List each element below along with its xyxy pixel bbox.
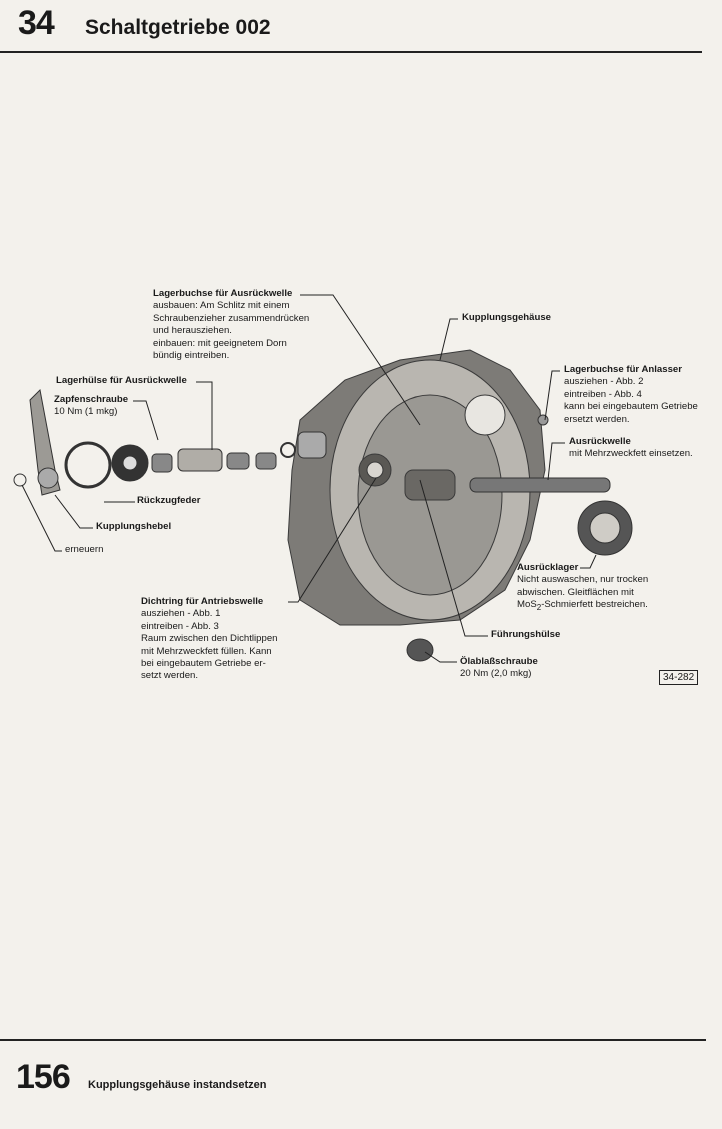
label-kupplungshebel: Kupplungshebel bbox=[96, 521, 172, 532]
clutch-housing bbox=[287, 349, 546, 626]
header-rule bbox=[0, 51, 702, 53]
label-ausrueckwelle: Ausrückwelle mit Mehrzweckfett einsetzen… bbox=[569, 436, 693, 460]
chapter-number: 34 bbox=[18, 4, 55, 42]
footer-rule bbox=[0, 1039, 706, 1041]
section-title: Kupplungsgehäuse instandsetzen bbox=[88, 1079, 267, 1091]
label-lagerbuchse-anlasser: Lagerbuchse für Anlasser ausziehen - Abb… bbox=[564, 364, 698, 425]
shaft-and-bearing bbox=[406, 414, 633, 662]
label-kupplungsgehaeuse: Kupplungsgehäuse bbox=[462, 312, 552, 323]
label-dichtring: Dichtring für Antriebswelle ausziehen - … bbox=[141, 596, 278, 682]
label-ausruecklager: Ausrücklager Nicht auswaschen, nur trock… bbox=[517, 562, 649, 613]
figure-number: 34-282 bbox=[659, 670, 699, 685]
left-parts bbox=[13, 388, 327, 496]
page-number: 156 bbox=[16, 1058, 71, 1096]
label-oelablassschraube: Ölablaßschraube 20 Nm (2,0 mkg) bbox=[460, 656, 538, 680]
leader-lines bbox=[21, 294, 597, 663]
label-lagerbuchse-ausrueckwelle: Lagerbuchse für Ausrückwelle ausbauen: A… bbox=[153, 288, 310, 362]
label-zapfenschraube: Zapfenschraube 10 Nm (1 mkg) bbox=[54, 394, 129, 418]
page-title: Schaltgetriebe 002 bbox=[85, 16, 271, 39]
label-rueckzugfeder: Rückzugfeder bbox=[137, 495, 201, 506]
label-erneuern: erneuern bbox=[65, 544, 104, 555]
label-fuehrungshuelse: Führungshülse bbox=[491, 629, 561, 640]
label-lagerhuelse: Lagerhülse für Ausrückwelle bbox=[56, 375, 187, 386]
